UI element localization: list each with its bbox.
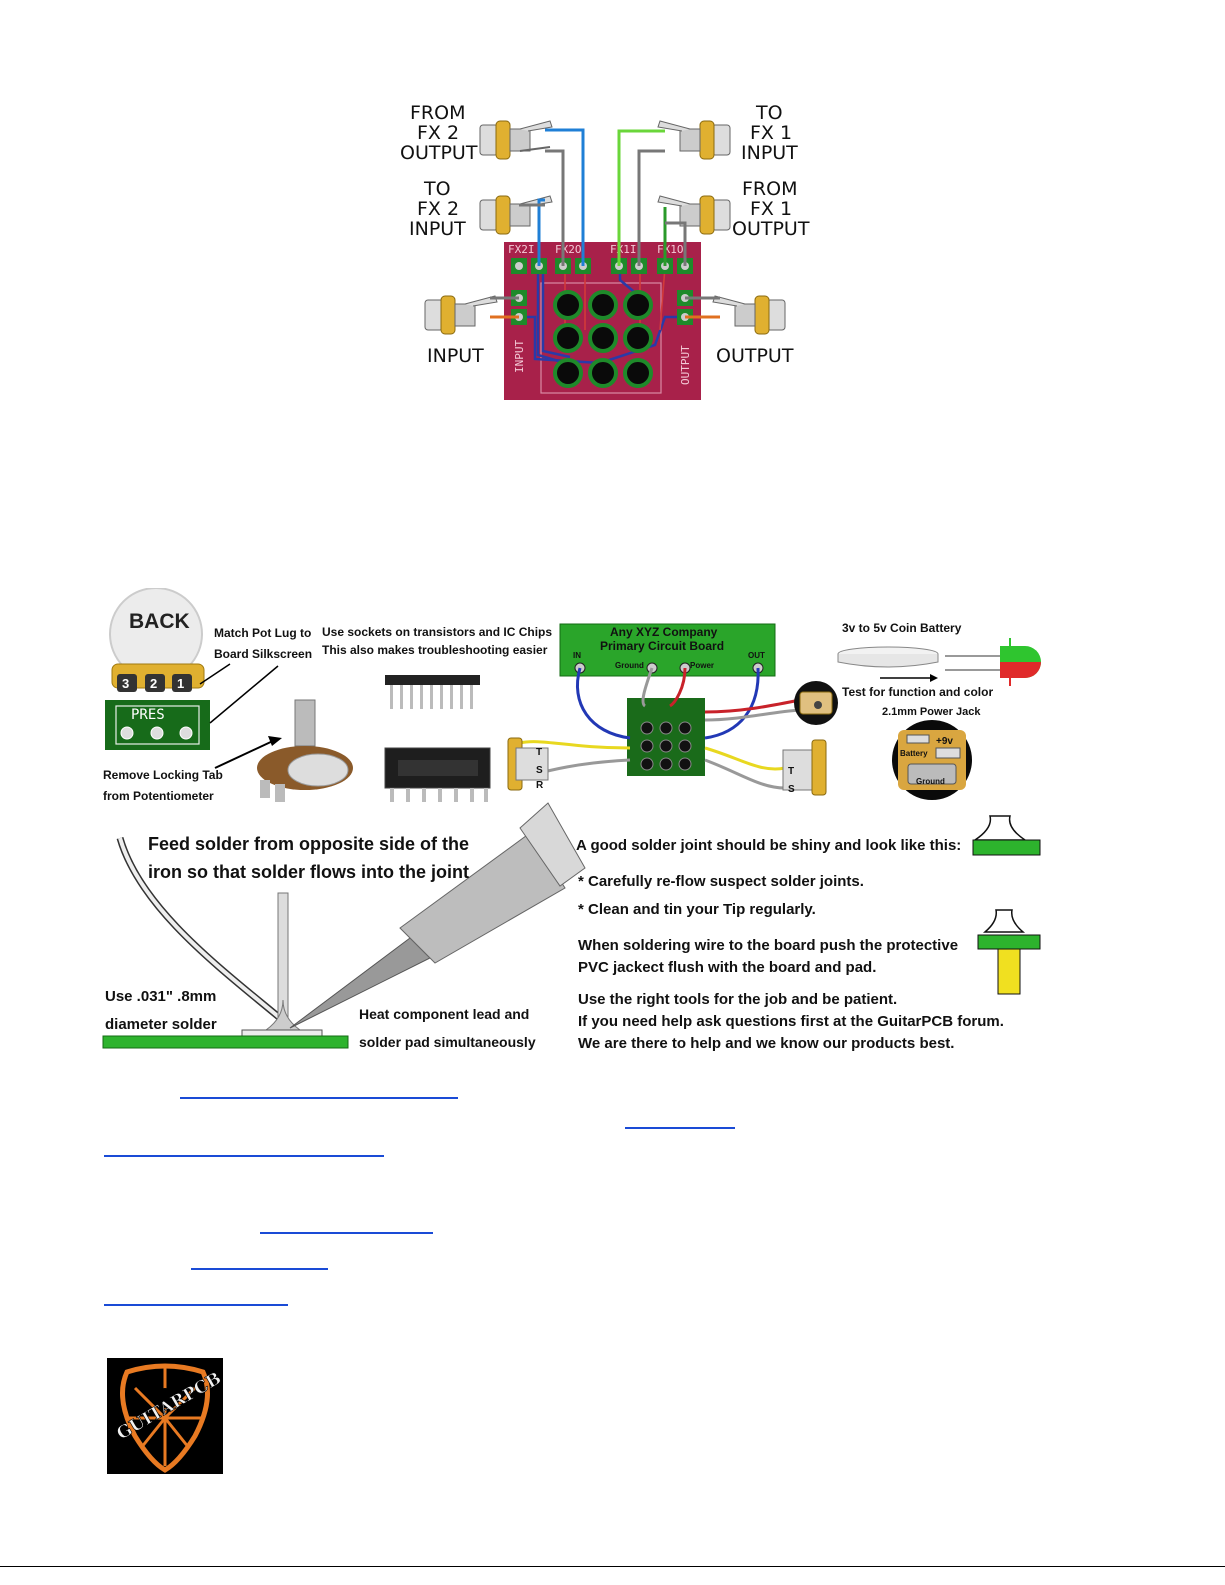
link-underline-2[interactable] bbox=[625, 1127, 735, 1129]
label-to-fx2-input-1: TO bbox=[423, 178, 451, 200]
primary-circuit-board bbox=[559, 623, 776, 677]
power-jack-plus9v: +9v bbox=[936, 736, 953, 747]
dip-socket-image bbox=[384, 747, 491, 802]
silk-fx2o: FX2O bbox=[555, 243, 582, 256]
jack-left-t: T bbox=[536, 747, 542, 758]
match-pot-line2: Board Silkscreen bbox=[214, 647, 312, 661]
power-jack-image bbox=[892, 720, 972, 800]
jack-right-s: S bbox=[788, 784, 795, 795]
link-underline-1[interactable] bbox=[180, 1097, 458, 1099]
silk-fx1i: FX1I bbox=[610, 243, 637, 256]
pres-board bbox=[105, 700, 210, 750]
jack-left-r: R bbox=[536, 780, 544, 791]
pin-in: IN bbox=[573, 651, 581, 660]
good-joint-icon bbox=[972, 815, 1041, 856]
reflow-text: * Carefully re-flow suspect solder joint… bbox=[578, 873, 864, 890]
heat-line2: solder pad simultaneously bbox=[359, 1034, 536, 1050]
pvc-line1: When soldering wire to the board push th… bbox=[578, 937, 958, 954]
link-underline-6[interactable] bbox=[104, 1304, 288, 1306]
dc-jack-small bbox=[794, 681, 838, 725]
coin-battery-image bbox=[837, 646, 939, 668]
lug-1: 1 bbox=[177, 676, 184, 691]
right-audio-jack: T S bbox=[782, 739, 827, 796]
pvc-joint-icon bbox=[977, 909, 1041, 995]
silk-fx1o: FX1O bbox=[657, 243, 684, 256]
pres-label: PRES bbox=[131, 707, 165, 723]
label-input: INPUT bbox=[427, 345, 484, 367]
use-solder-line2: diameter solder bbox=[105, 1016, 217, 1033]
label-from-fx2-output-1: FROM bbox=[410, 102, 465, 124]
page-bottom-rule bbox=[0, 1566, 1225, 1567]
label-output: OUTPUT bbox=[716, 345, 794, 367]
company-line1: Any XYZ Company bbox=[610, 625, 718, 639]
pin-ground: Ground bbox=[615, 661, 644, 670]
use-solder-line1: Use .031" .8mm bbox=[105, 988, 216, 1005]
wiring-diagram: FX2I FX2O FX1I FX1O INPUT OUTPUT bbox=[400, 102, 810, 400]
label-from-fx1-output-3: OUTPUT bbox=[732, 218, 810, 240]
soldering-iron-image bbox=[289, 802, 586, 1029]
link-underline-5[interactable] bbox=[191, 1268, 328, 1270]
label-from-fx2-output-3: OUTPUT bbox=[400, 142, 478, 164]
feed-solder-line2: iron so that solder flows into the joint bbox=[148, 862, 469, 882]
label-from-fx1-output-2: FX 1 bbox=[750, 198, 792, 220]
lug-3: 3 bbox=[122, 676, 129, 691]
power-jack-label: 2.1mm Power Jack bbox=[882, 706, 981, 718]
remove-tab-line1: Remove Locking Tab bbox=[103, 768, 223, 782]
label-to-fx2-input-2: FX 2 bbox=[417, 198, 459, 220]
test-function-label: Test for function and color bbox=[842, 685, 993, 699]
jack-right-t: T bbox=[788, 766, 794, 777]
guitar-pick-icon: GUITARPCB bbox=[113, 1363, 225, 1473]
heat-line1: Heat component lead and bbox=[359, 1006, 529, 1022]
match-pot-line1: Match Pot Lug to bbox=[214, 626, 311, 640]
label-to-fx1-input-3: INPUT bbox=[741, 142, 798, 164]
pcb-strip bbox=[102, 1035, 349, 1049]
jack-left-s: S bbox=[536, 765, 543, 776]
coin-battery-label: 3v to 5v Coin Battery bbox=[842, 621, 962, 635]
tools-line3: We are there to help and we know our pro… bbox=[578, 1035, 954, 1052]
sockets-line1: Use sockets on transistors and IC Chips bbox=[322, 625, 552, 639]
tools-line2: If you need help ask questions first at … bbox=[578, 1013, 1004, 1030]
left-audio-jack: T S R bbox=[507, 737, 549, 791]
jacks bbox=[424, 120, 786, 335]
sip-socket-image bbox=[385, 675, 480, 709]
feed-solder-line1: Feed solder from opposite side of the bbox=[148, 834, 469, 854]
remove-tab-line2: from Potentiometer bbox=[103, 789, 214, 803]
good-joint-text: A good solder joint should be shiny and … bbox=[576, 837, 961, 854]
guitarpcb-logo: GUITARPCB bbox=[107, 1358, 225, 1474]
label-to-fx1-input-2: FX 1 bbox=[750, 122, 792, 144]
pot-back-label: BACK bbox=[129, 610, 190, 633]
power-jack-ground: Ground bbox=[916, 777, 945, 786]
label-from-fx2-output-2: FX 2 bbox=[417, 122, 459, 144]
tools-line1: Use the right tools for the job and be p… bbox=[578, 991, 897, 1008]
silk-input: INPUT bbox=[513, 340, 526, 373]
power-jack-battery: Battery bbox=[900, 749, 928, 758]
build-guide-graphic: BACK 3 2 1 PRES Match Pot Lug to Board S… bbox=[102, 588, 1041, 1052]
lug-2: 2 bbox=[150, 676, 157, 691]
led-image bbox=[945, 638, 1041, 686]
label-from-fx1-output-1: FROM bbox=[742, 178, 797, 200]
company-line2: Primary Circuit Board bbox=[600, 639, 724, 653]
link-underline-4[interactable] bbox=[260, 1232, 433, 1234]
clean-tip-text: * Clean and tin your Tip regularly. bbox=[578, 901, 816, 918]
label-to-fx2-input-3: INPUT bbox=[409, 218, 466, 240]
pin-out: OUT bbox=[748, 651, 765, 660]
pvc-line2: PVC jackect flush with the board and pad… bbox=[578, 959, 876, 976]
sockets-line2: This also makes troubleshooting easier bbox=[322, 643, 548, 657]
potentiometer-image bbox=[257, 699, 353, 802]
switch-pads bbox=[553, 290, 653, 388]
pin-power: Power bbox=[690, 661, 714, 670]
silk-fx2i: FX2I bbox=[508, 243, 535, 256]
link-underline-3[interactable] bbox=[104, 1155, 384, 1157]
label-to-fx1-input-1: TO bbox=[755, 102, 783, 124]
silk-output: OUTPUT bbox=[679, 345, 692, 385]
